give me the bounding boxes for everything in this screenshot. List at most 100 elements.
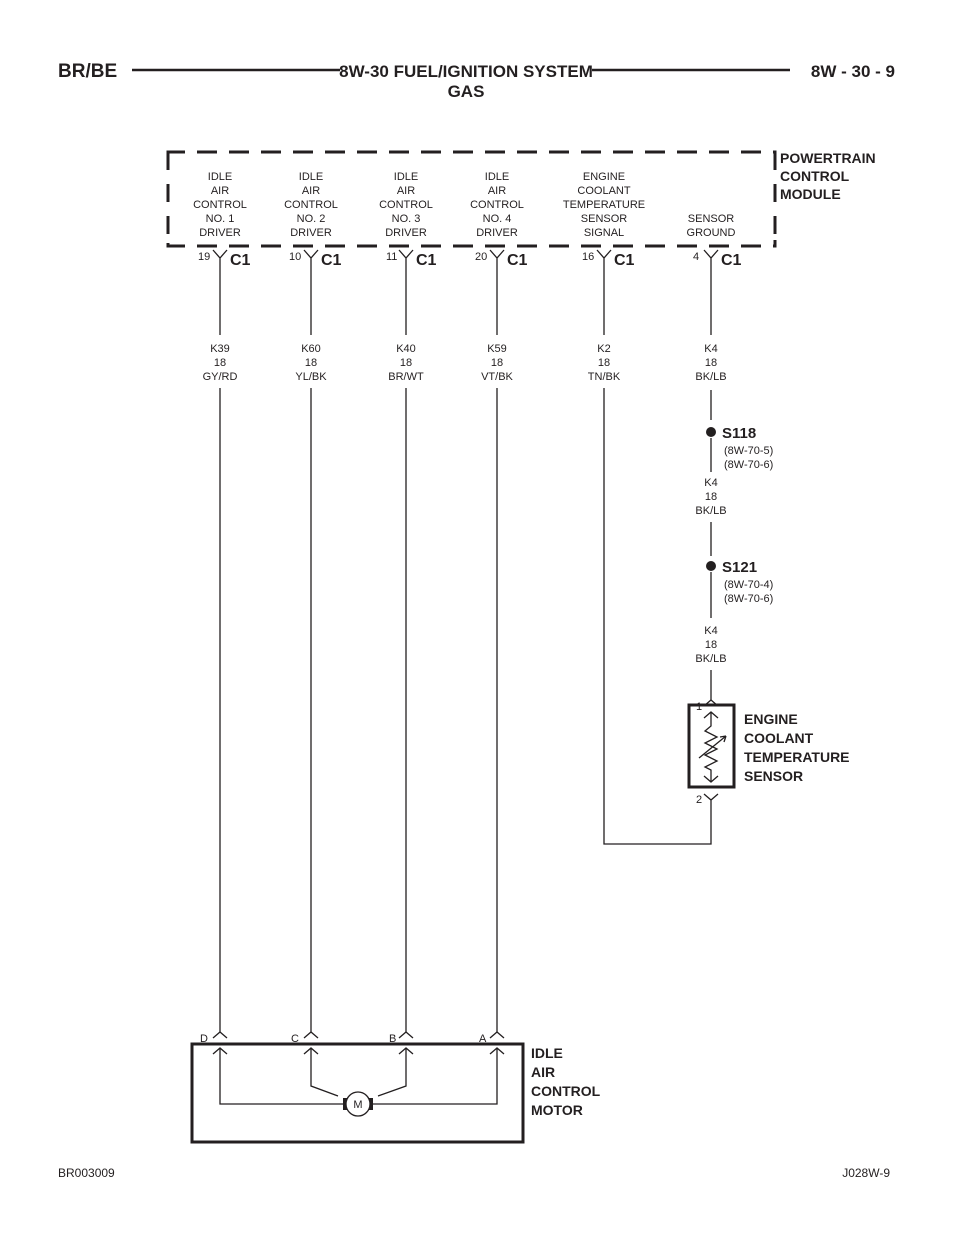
ect-pin-2-symbol	[703, 793, 719, 808]
wire-codes: K39 18 GY/RD K60 18 YL/BK K40 18 BR/WT K…	[203, 343, 727, 383]
wires-upper	[219, 272, 712, 335]
wires-iac	[219, 388, 498, 1032]
wire-k4-after-s121-gauge: 18	[705, 639, 717, 651]
wire-k60-gauge: 18	[305, 357, 317, 369]
motor-symbol: M	[353, 1099, 362, 1111]
iac-pin-d: D	[200, 1033, 208, 1045]
connector-label-5: C1	[614, 252, 635, 269]
iac-pin-b-symbol	[398, 1031, 414, 1039]
pin-16-symbol	[596, 249, 612, 272]
pin-number-10: 10	[289, 251, 301, 263]
iac-pin-c: C	[291, 1033, 299, 1045]
pcm-function-1-line-3: CONTROL	[193, 199, 247, 211]
pcm-function-3-line-5: DRIVER	[385, 227, 427, 239]
splice-s121-label: S121	[722, 559, 757, 576]
pcm-function-1-line-5: DRIVER	[199, 227, 241, 239]
header-left: BR/BE	[58, 61, 117, 82]
splice-s121-dot	[706, 561, 716, 571]
pin-number-19: 19	[198, 251, 210, 263]
pcm-name-line-1: POWERTRAIN	[780, 150, 876, 166]
pcm-function-3-line-3: CONTROL	[379, 199, 433, 211]
pin-4-symbol	[703, 249, 719, 272]
pcm-function-4-line-5: DRIVER	[476, 227, 518, 239]
iac-name-line-2: AIR	[531, 1064, 555, 1080]
iac-pin-a: A	[479, 1033, 487, 1045]
wire-k2-color: TN/BK	[588, 371, 621, 383]
wire-k4-after-s118-gauge: 18	[705, 491, 717, 503]
connector-label-1: C1	[230, 252, 251, 269]
ect-name-line-4: SENSOR	[744, 768, 803, 784]
pin-number-11: 11	[386, 251, 397, 263]
pin-20-symbol	[489, 249, 505, 272]
pcm-function-5-line-5: SIGNAL	[584, 227, 624, 239]
wire-k4-color: BK/LB	[695, 371, 726, 383]
wire-k39-color: GY/RD	[203, 371, 238, 383]
wire-k4-code: K4	[704, 343, 717, 355]
wire-k39-gauge: 18	[214, 357, 226, 369]
pin-number-4: 4	[693, 251, 699, 263]
splice-s118-ref-1: (8W-70-5)	[724, 445, 773, 457]
pin-number-20: 20	[475, 251, 487, 263]
splice-s118-label: S118	[722, 425, 756, 442]
pcm-box	[166, 150, 777, 248]
ect-pin-1: 1	[696, 701, 702, 713]
connector-label-2: C1	[321, 252, 342, 269]
thermistor-icon	[703, 711, 719, 783]
wire-k60-color: YL/BK	[295, 371, 327, 383]
wire-k40-gauge: 18	[400, 357, 412, 369]
pcm-function-2-line-3: CONTROL	[284, 199, 338, 211]
pcm-function-2-line-2: AIR	[302, 185, 320, 197]
iac-motor-box	[190, 1042, 525, 1144]
pcm-function-3-line-1: IDLE	[394, 171, 418, 183]
pcm-function-1-line-1: IDLE	[208, 171, 232, 183]
connector-label-3: C1	[416, 252, 437, 269]
footer-right: J028W-9	[842, 1166, 890, 1180]
pcm-function-3-line-2: AIR	[397, 185, 415, 197]
pcm-function-4-line-3: CONTROL	[470, 199, 524, 211]
iac-internal-d	[212, 1047, 345, 1105]
splice-s121-ref-2: (8W-70-6)	[724, 593, 773, 605]
wire-k40-code: K40	[396, 343, 416, 355]
ect-name-line-1: ENGINE	[744, 711, 798, 727]
wire-k39-code: K39	[210, 343, 230, 355]
wire-k4-after-s118-color: BK/LB	[695, 505, 726, 517]
wire-k59-code: K59	[487, 343, 507, 355]
wire-k59-color: VT/BK	[481, 371, 513, 383]
pcm-function-2-line-5: DRIVER	[290, 227, 332, 239]
iac-pin-c-symbol	[303, 1031, 319, 1039]
header-page-number: 8W - 30 - 9	[811, 62, 895, 81]
wire-k4-after-s118-code: K4	[704, 477, 717, 489]
iac-internal-c	[303, 1047, 339, 1097]
splice-s118-dot	[706, 427, 716, 437]
header-title: 8W-30 FUEL/IGNITION SYSTEM	[339, 62, 593, 81]
pcm-function-labels: IDLE AIR CONTROL NO. 1 DRIVER IDLE AIR C…	[193, 171, 735, 239]
ect-name-line-2: COOLANT	[744, 730, 814, 746]
pin-19-symbol	[212, 249, 228, 272]
iac-internal-a	[371, 1047, 505, 1105]
pcm-name-line-2: CONTROL	[780, 168, 850, 184]
iac-pin-d-symbol	[212, 1031, 228, 1039]
pcm-function-5-line-4: SENSOR	[581, 213, 628, 225]
splice-s118-ref-2: (8W-70-6)	[724, 459, 773, 471]
pcm-function-4-line-4: NO. 4	[483, 213, 512, 225]
footer-left: BR003009	[58, 1166, 115, 1180]
pin-number-16: 16	[582, 251, 594, 263]
pcm-function-6-line-1: SENSOR	[688, 213, 735, 225]
pcm-function-4-line-2: AIR	[488, 185, 506, 197]
pcm-name-line-3: MODULE	[780, 186, 841, 202]
iac-internal-b	[377, 1047, 414, 1097]
pcm-function-5-line-1: ENGINE	[583, 171, 625, 183]
pcm-function-4-line-1: IDLE	[485, 171, 509, 183]
iac-motor: D C B A M IDLE AIR CONTROL MOTOR	[190, 1031, 601, 1144]
pin-11-symbol	[398, 249, 414, 272]
iac-pin-a-symbol	[489, 1031, 505, 1039]
pcm-function-6-line-2: GROUND	[687, 227, 736, 239]
ect-pin-2: 2	[696, 794, 702, 806]
wire-k2-gauge: 18	[598, 357, 610, 369]
wire-k60-code: K60	[301, 343, 321, 355]
connector-label-6: C1	[721, 252, 742, 269]
wire-k4-gauge: 18	[705, 357, 717, 369]
wire-k4-after-s121-code: K4	[704, 625, 717, 637]
wire-k2-code: K2	[597, 343, 610, 355]
